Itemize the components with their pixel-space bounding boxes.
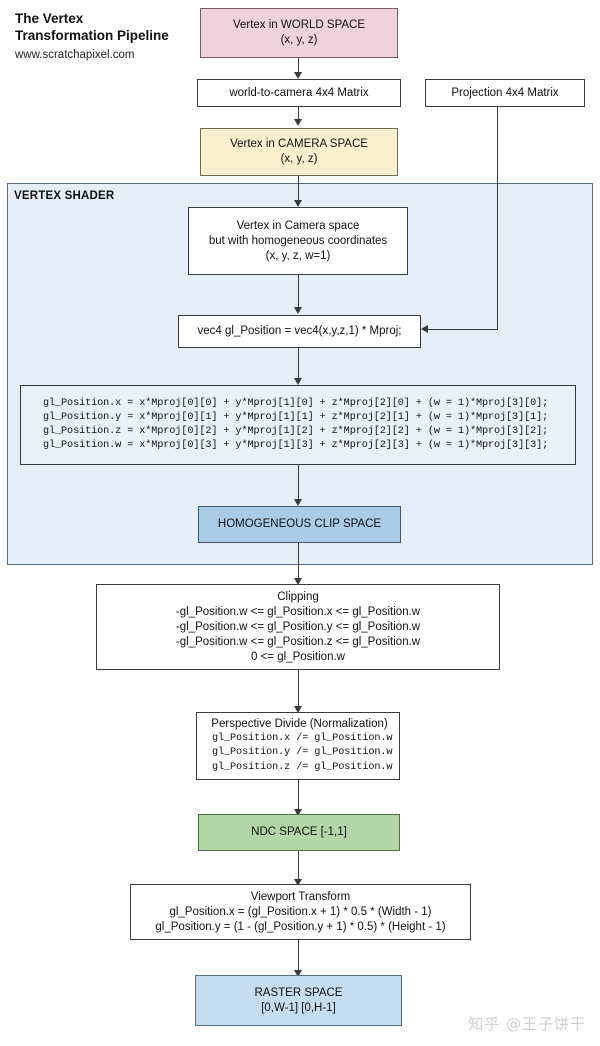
edge-clipping-to-divide-arrowhead (294, 706, 302, 713)
edge-world-to-matrix (298, 58, 299, 75)
node-world-to-camera-matrix-label: world-to-camera 4x4 Matrix (229, 86, 369, 99)
node-world-space[interactable]: Vertex in WORLD SPACE (x, y, z) (200, 8, 398, 58)
watermark: 知乎 @王子饼干 (468, 1015, 586, 1033)
edge-ndc-to-viewport (298, 851, 299, 882)
node-glposition-code[interactable]: gl_Position.x = x*Mproj[0][0] + y*Mproj[… (20, 385, 576, 465)
code-line-2: gl_Position.y = x*Mproj[0][1] + y*Mproj[… (43, 411, 549, 423)
node-world-space-line2: (x, y, z) (280, 34, 318, 46)
title-block: The Vertex Transformation Pipeline www.s… (15, 10, 180, 63)
edge-clipping-to-divide (298, 670, 299, 710)
node-ndc-space[interactable]: NDC SPACE [-1,1] (198, 814, 400, 851)
node-homogeneous-clip-space-label: HOMOGENEOUS CLIP SPACE (217, 518, 382, 530)
node-homogeneous-vertex-line2: but with homogeneous coordinates (208, 234, 388, 247)
divide-line-1: gl_Position.x /= gl_Position.w (212, 733, 393, 745)
node-homogeneous-vertex[interactable]: Vertex in Camera space but with homogene… (188, 207, 408, 275)
code-line-1: gl_Position.x = x*Mproj[0][0] + y*Mproj[… (43, 397, 549, 409)
vertex-shader-label: VERTEX SHADER (14, 190, 115, 202)
node-world-to-camera-matrix[interactable]: world-to-camera 4x4 Matrix (197, 79, 401, 107)
edge-projection-arrowhead (421, 324, 428, 333)
node-clipping-title: Clipping (277, 590, 319, 603)
node-raster-space[interactable]: RASTER SPACE [0,W-1] [0,H-1] (195, 975, 402, 1026)
edge-assign-to-code (298, 348, 299, 381)
node-glposition-assign-label: vec4 gl_Position = vec4(x,y,z,1) * Mproj… (197, 325, 402, 337)
edge-divide-to-ndc (298, 780, 299, 812)
node-viewport-transform-line2: gl_Position.y = (1 - (gl_Position.y + 1)… (155, 920, 446, 933)
node-clipping-line4: 0 <= gl_Position.w (251, 650, 345, 663)
edge-ndc-to-viewport-arrowhead (294, 879, 302, 886)
node-camera-space[interactable]: Vertex in CAMERA SPACE (x, y, z) (200, 128, 398, 176)
edge-viewport-to-raster-arrowhead (294, 970, 302, 977)
node-raster-space-line1: RASTER SPACE (254, 986, 343, 999)
node-raster-space-line2: [0,W-1] [0,H-1] (261, 1001, 336, 1014)
node-viewport-transform[interactable]: Viewport Transform gl_Position.x = (gl_P… (130, 884, 471, 940)
edge-projection-vertical (497, 107, 498, 329)
edge-world-to-matrix-arrowhead (294, 72, 302, 79)
edge-assign-to-code-arrowhead (294, 378, 302, 385)
node-projection-matrix[interactable]: Projection 4x4 Matrix (425, 79, 585, 107)
edge-clipspace-to-clipping-arrowhead (294, 578, 302, 585)
node-perspective-divide[interactable]: Perspective Divide (Normalization) gl_Po… (196, 712, 400, 780)
edge-code-to-clipspace (298, 465, 299, 502)
node-ndc-space-label: NDC SPACE [-1,1] (251, 826, 347, 838)
edge-matrix-to-camera-arrowhead (294, 119, 302, 126)
edge-camera-to-homogeneous-arrowhead (294, 200, 302, 207)
node-clipping-line3: -gl_Position.w <= gl_Position.z <= gl_Po… (175, 635, 421, 648)
edge-divide-to-ndc-arrowhead (294, 809, 302, 816)
node-clipping-line1: -gl_Position.w <= gl_Position.x <= gl_Po… (175, 605, 421, 618)
node-perspective-divide-title: Perspective Divide (Normalization) (211, 718, 388, 731)
edge-code-to-clipspace-arrowhead (294, 499, 302, 506)
divide-line-2: gl_Position.y /= gl_Position.w (212, 747, 393, 759)
node-glposition-assign[interactable]: vec4 gl_Position = vec4(x,y,z,1) * Mproj… (178, 315, 421, 348)
node-homogeneous-clip-space[interactable]: HOMOGENEOUS CLIP SPACE (198, 506, 401, 543)
edge-matrix-to-camera (298, 107, 299, 121)
node-homogeneous-vertex-line1: Vertex in Camera space (236, 219, 360, 232)
code-line-4: gl_Position.w = x*Mproj[0][3] + y*Mproj[… (43, 440, 549, 452)
node-clipping[interactable]: Clipping -gl_Position.w <= gl_Position.x… (96, 584, 500, 670)
page-title: The Vertex Transformation Pipeline (15, 11, 169, 43)
node-camera-space-line1: Vertex in CAMERA SPACE (230, 138, 368, 150)
node-clipping-line2: -gl_Position.w <= gl_Position.y <= gl_Po… (175, 620, 421, 633)
node-viewport-transform-line1: gl_Position.x = (gl_Position.x + 1) * 0.… (169, 905, 432, 918)
site-url: www.scratchapixel.com (15, 49, 135, 61)
edge-projection-horizontal (428, 329, 498, 330)
edge-homogeneous-to-assign (298, 275, 299, 310)
code-line-3: gl_Position.z = x*Mproj[0][2] + y*Mproj[… (43, 426, 549, 437)
node-camera-space-line2: (x, y, z) (280, 153, 318, 165)
node-projection-matrix-label: Projection 4x4 Matrix (451, 86, 559, 99)
divide-line-3: gl_Position.z /= gl_Position.w (212, 761, 393, 773)
edge-clipspace-to-clipping (298, 543, 299, 581)
edge-homogeneous-to-assign-arrowhead (294, 307, 302, 314)
node-viewport-transform-title: Viewport Transform (250, 890, 351, 903)
edge-viewport-to-raster (298, 940, 299, 973)
node-world-space-line1: Vertex in WORLD SPACE (232, 19, 366, 31)
edge-camera-to-homogeneous (298, 176, 299, 203)
node-homogeneous-vertex-line3: (x, y, z, w=1) (265, 249, 331, 262)
